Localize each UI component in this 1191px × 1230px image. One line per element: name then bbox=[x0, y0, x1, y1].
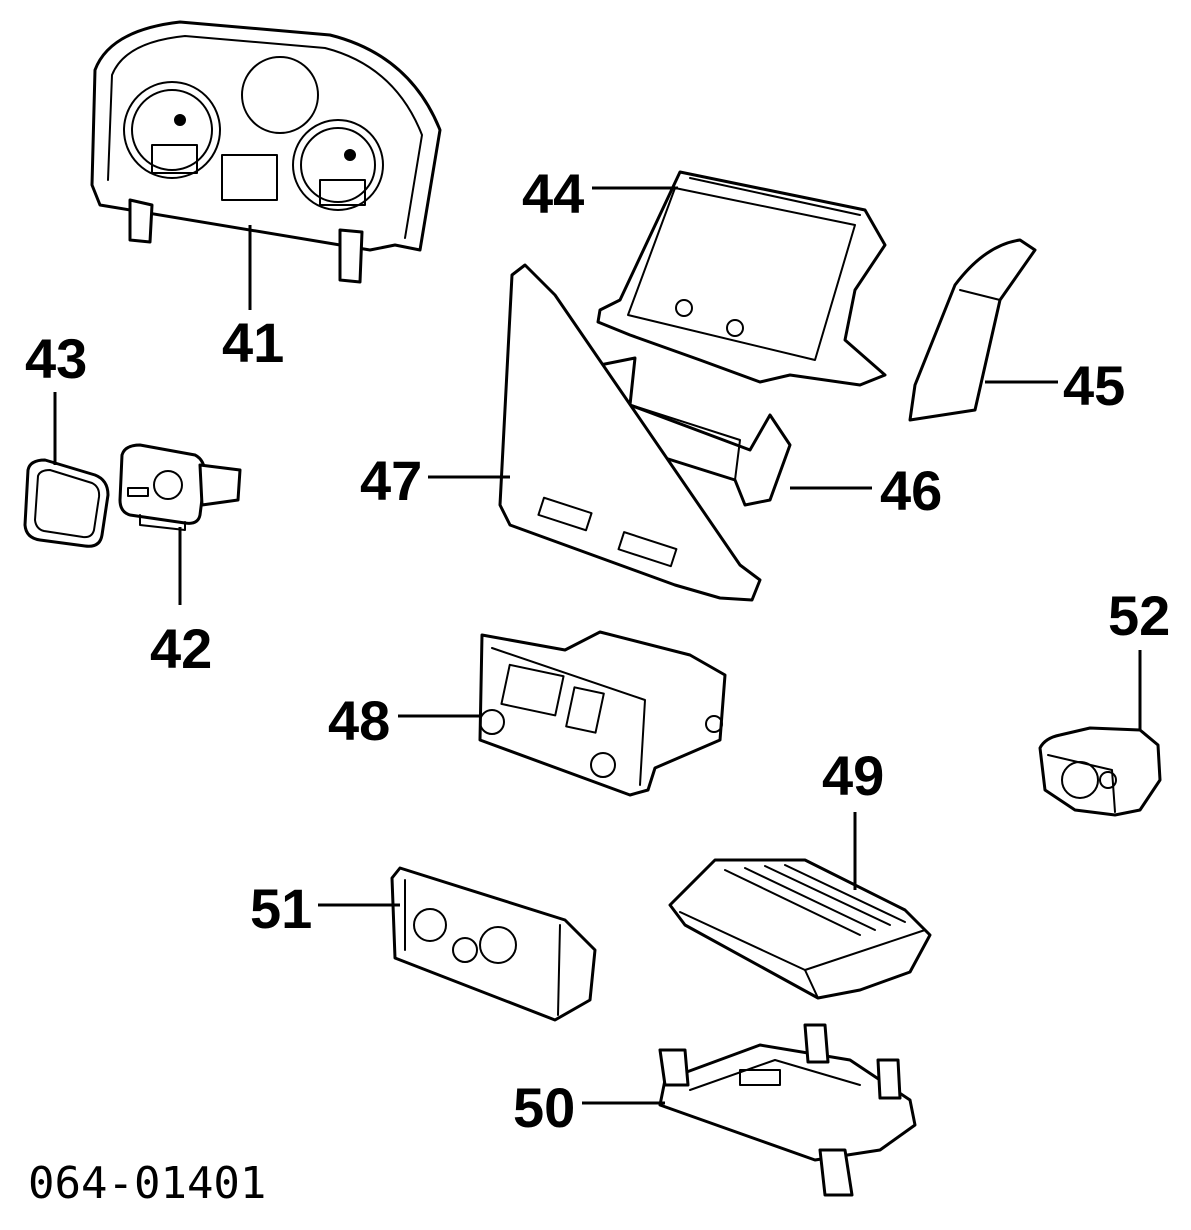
callout-49: 49 bbox=[822, 744, 884, 807]
callout-43: 43 bbox=[25, 327, 87, 390]
climate-control-panel bbox=[390, 866, 597, 1022]
callout-42: 42 bbox=[150, 617, 212, 680]
switch-panel bbox=[498, 263, 762, 602]
callout-46: 46 bbox=[880, 459, 942, 522]
amplifier bbox=[668, 858, 932, 1000]
headlamp-switch bbox=[118, 443, 242, 531]
callout-41: 41 bbox=[222, 311, 284, 374]
trim-panel bbox=[908, 238, 1037, 422]
navigation-display bbox=[596, 170, 887, 387]
callout-52: 52 bbox=[1108, 584, 1170, 647]
callout-48: 48 bbox=[328, 689, 390, 752]
radio-unit bbox=[478, 630, 727, 797]
callout-50: 50 bbox=[513, 1076, 575, 1139]
callout-51: 51 bbox=[250, 877, 312, 940]
switch-bezel bbox=[23, 458, 110, 548]
callout-45: 45 bbox=[1063, 354, 1125, 417]
callout-44: 44 bbox=[522, 162, 584, 225]
callout-47: 47 bbox=[360, 449, 422, 512]
drawing-number: 064-01401 bbox=[28, 1158, 266, 1209]
mounting-bracket bbox=[658, 1023, 917, 1197]
mirror-switch bbox=[1038, 726, 1162, 817]
instrument-cluster bbox=[90, 20, 442, 284]
